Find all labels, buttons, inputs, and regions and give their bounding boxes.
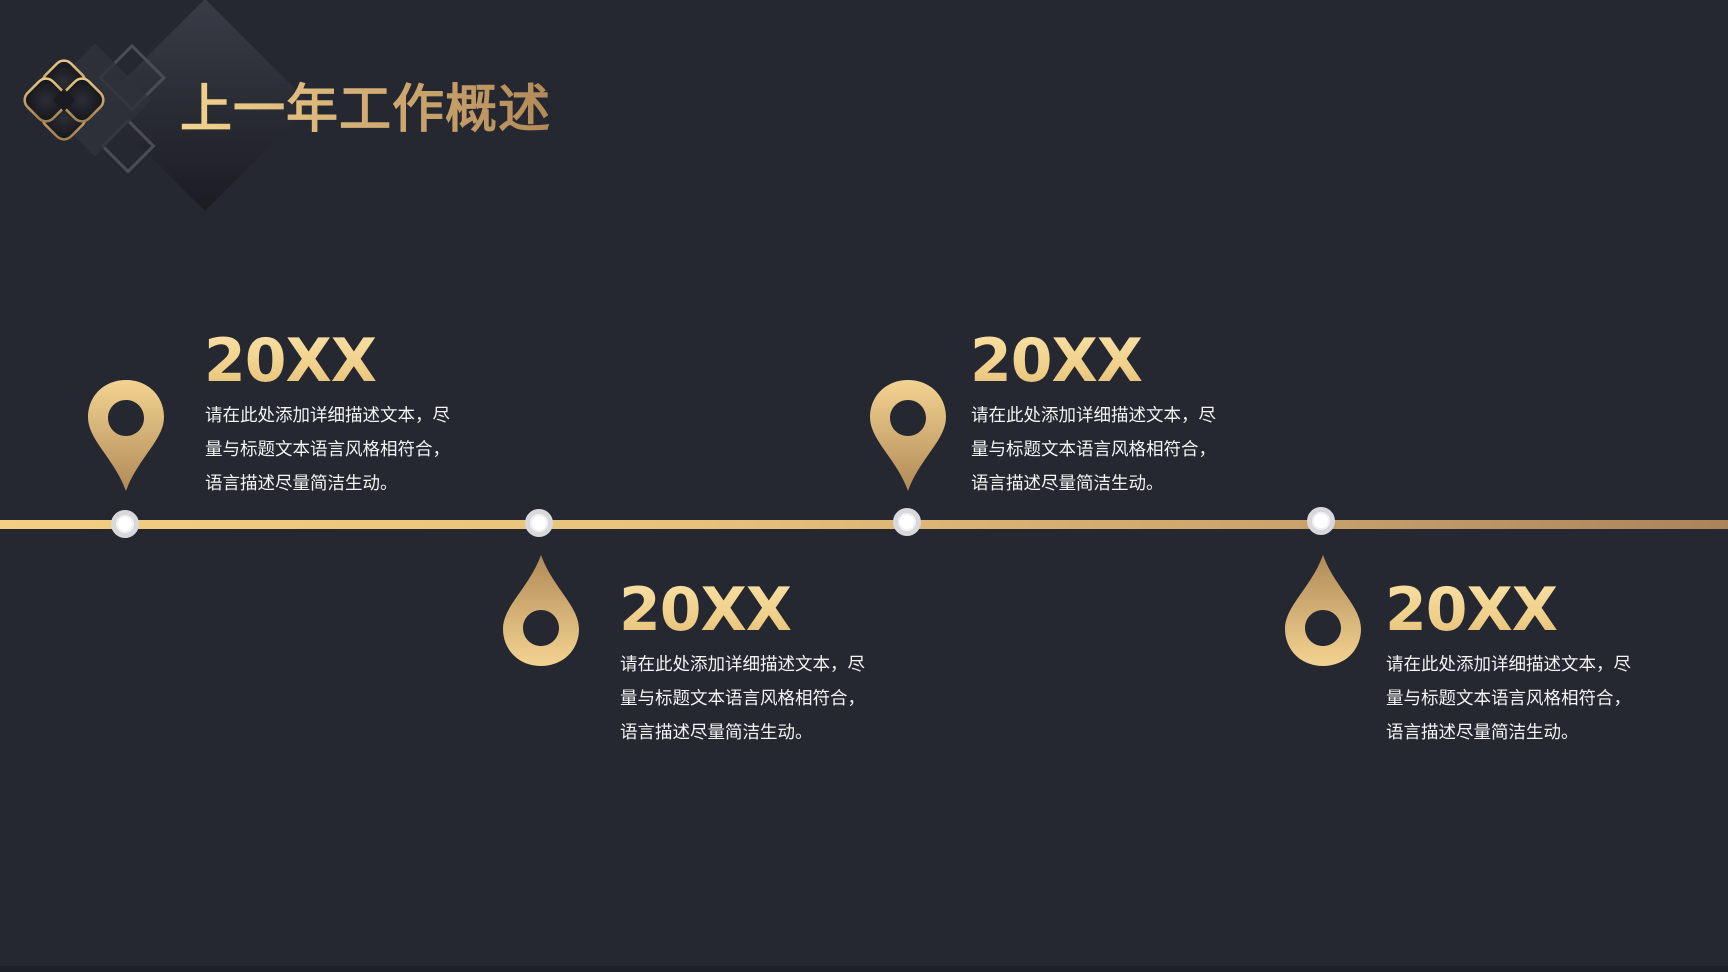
milestone-description: 请在此处添加详细描述文本，尽 量与标题文本语言风格相符合， 语言描述尽量简洁生动… [971,399,1271,501]
clover-ornament-icon [23,0,312,212]
milestone-year: 20XX [970,326,1143,396]
description-line: 语言描述尽量简洁生动。 [205,474,398,494]
timeline-node [525,509,553,537]
description-line: 请在此处添加详细描述文本，尽 [620,655,865,675]
description-line: 量与标题文本语言风格相符合， [620,689,865,709]
description-line: 语言描述尽量简洁生动。 [971,474,1164,494]
location-pin-icon [870,380,946,491]
description-line: 量与标题文本语言风格相符合， [205,440,450,460]
milestone-description: 请在此处添加详细描述文本，尽 量与标题文本语言风格相符合， 语言描述尽量简洁生动… [1386,648,1686,750]
description-line: 量与标题文本语言风格相符合， [971,440,1216,460]
description-line: 请在此处添加详细描述文本，尽 [205,406,450,426]
milestone-year: 20XX [619,575,792,645]
timeline-node [1307,507,1335,535]
description-line: 语言描述尽量简洁生动。 [620,723,813,743]
location-pin-icon [88,380,164,491]
timeline-node [111,510,139,538]
drop-pin-icon [1285,555,1361,666]
description-line: 请在此处添加详细描述文本，尽 [1386,655,1631,675]
milestone-description: 请在此处添加详细描述文本，尽 量与标题文本语言风格相符合， 语言描述尽量简洁生动… [205,399,505,501]
milestone-year: 20XX [204,326,377,396]
description-line: 请在此处添加详细描述文本，尽 [971,406,1216,426]
drop-pin-icon [503,555,579,666]
page-title: 上一年工作概述 [180,80,552,140]
description-line: 语言描述尽量简洁生动。 [1386,723,1579,743]
milestone-year: 20XX [1385,575,1558,645]
timeline-bar [0,520,1728,529]
description-line: 量与标题文本语言风格相符合， [1386,689,1631,709]
timeline-node [893,508,921,536]
bottom-band [0,966,1728,972]
milestone-description: 请在此处添加详细描述文本，尽 量与标题文本语言风格相符合， 语言描述尽量简洁生动… [620,648,920,750]
